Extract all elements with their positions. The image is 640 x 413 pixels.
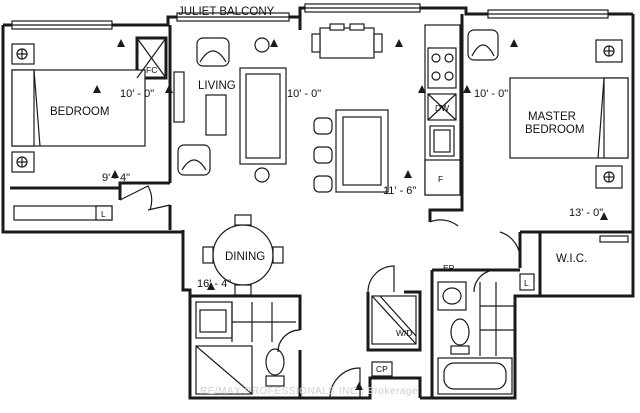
washer-dryer-label: W/D xyxy=(396,328,413,338)
brokerage-watermark: RE/MAX PROFESSIONALS INC., Brokerage xyxy=(200,386,418,397)
cp-label: CP xyxy=(376,364,388,374)
dim-bedroom: 10' - 0" xyxy=(120,88,154,100)
dim-kitchen: 11' - 6" xyxy=(383,185,416,197)
exterior-walls xyxy=(1,6,635,400)
dining-furniture xyxy=(202,214,284,296)
linen-label-bedroom: L xyxy=(101,209,106,219)
balcony-label: JULIET BALCONY xyxy=(178,6,275,18)
dim-master: 10' - 0" xyxy=(474,88,508,100)
dim-master-depth: 13' - 0" xyxy=(569,207,603,219)
labels: JULIET BALCONY BEDROOM LIVING MASTER BED… xyxy=(50,6,603,397)
ep-label: EP xyxy=(443,263,455,273)
kitchen xyxy=(311,23,461,196)
bedroom-furniture xyxy=(11,37,167,221)
dw-label: DW xyxy=(435,103,449,113)
doors xyxy=(119,185,521,399)
fc-label: FC xyxy=(146,65,157,75)
dim-dining: 16' - 4" xyxy=(197,278,231,290)
markers xyxy=(93,39,608,390)
master-label-line1: MASTER xyxy=(528,111,576,123)
dim-bedroom-depth: 9' - 4" xyxy=(102,172,130,184)
dim-living: 10' - 0" xyxy=(287,88,321,100)
fridge-label: F xyxy=(438,174,443,184)
bath-fixtures xyxy=(195,281,514,395)
master-furniture xyxy=(467,29,629,291)
interior-walls xyxy=(10,8,633,398)
master-label-line2: BEDROOM xyxy=(525,124,584,136)
wic-label: W.I.C. xyxy=(556,253,587,265)
linen-label-wic: L xyxy=(524,278,529,288)
dining-label: DINING xyxy=(225,251,265,263)
living-label: LIVING xyxy=(198,80,236,92)
windows xyxy=(11,3,609,30)
living-furniture xyxy=(173,37,287,183)
bedroom-label: BEDROOM xyxy=(50,106,109,118)
